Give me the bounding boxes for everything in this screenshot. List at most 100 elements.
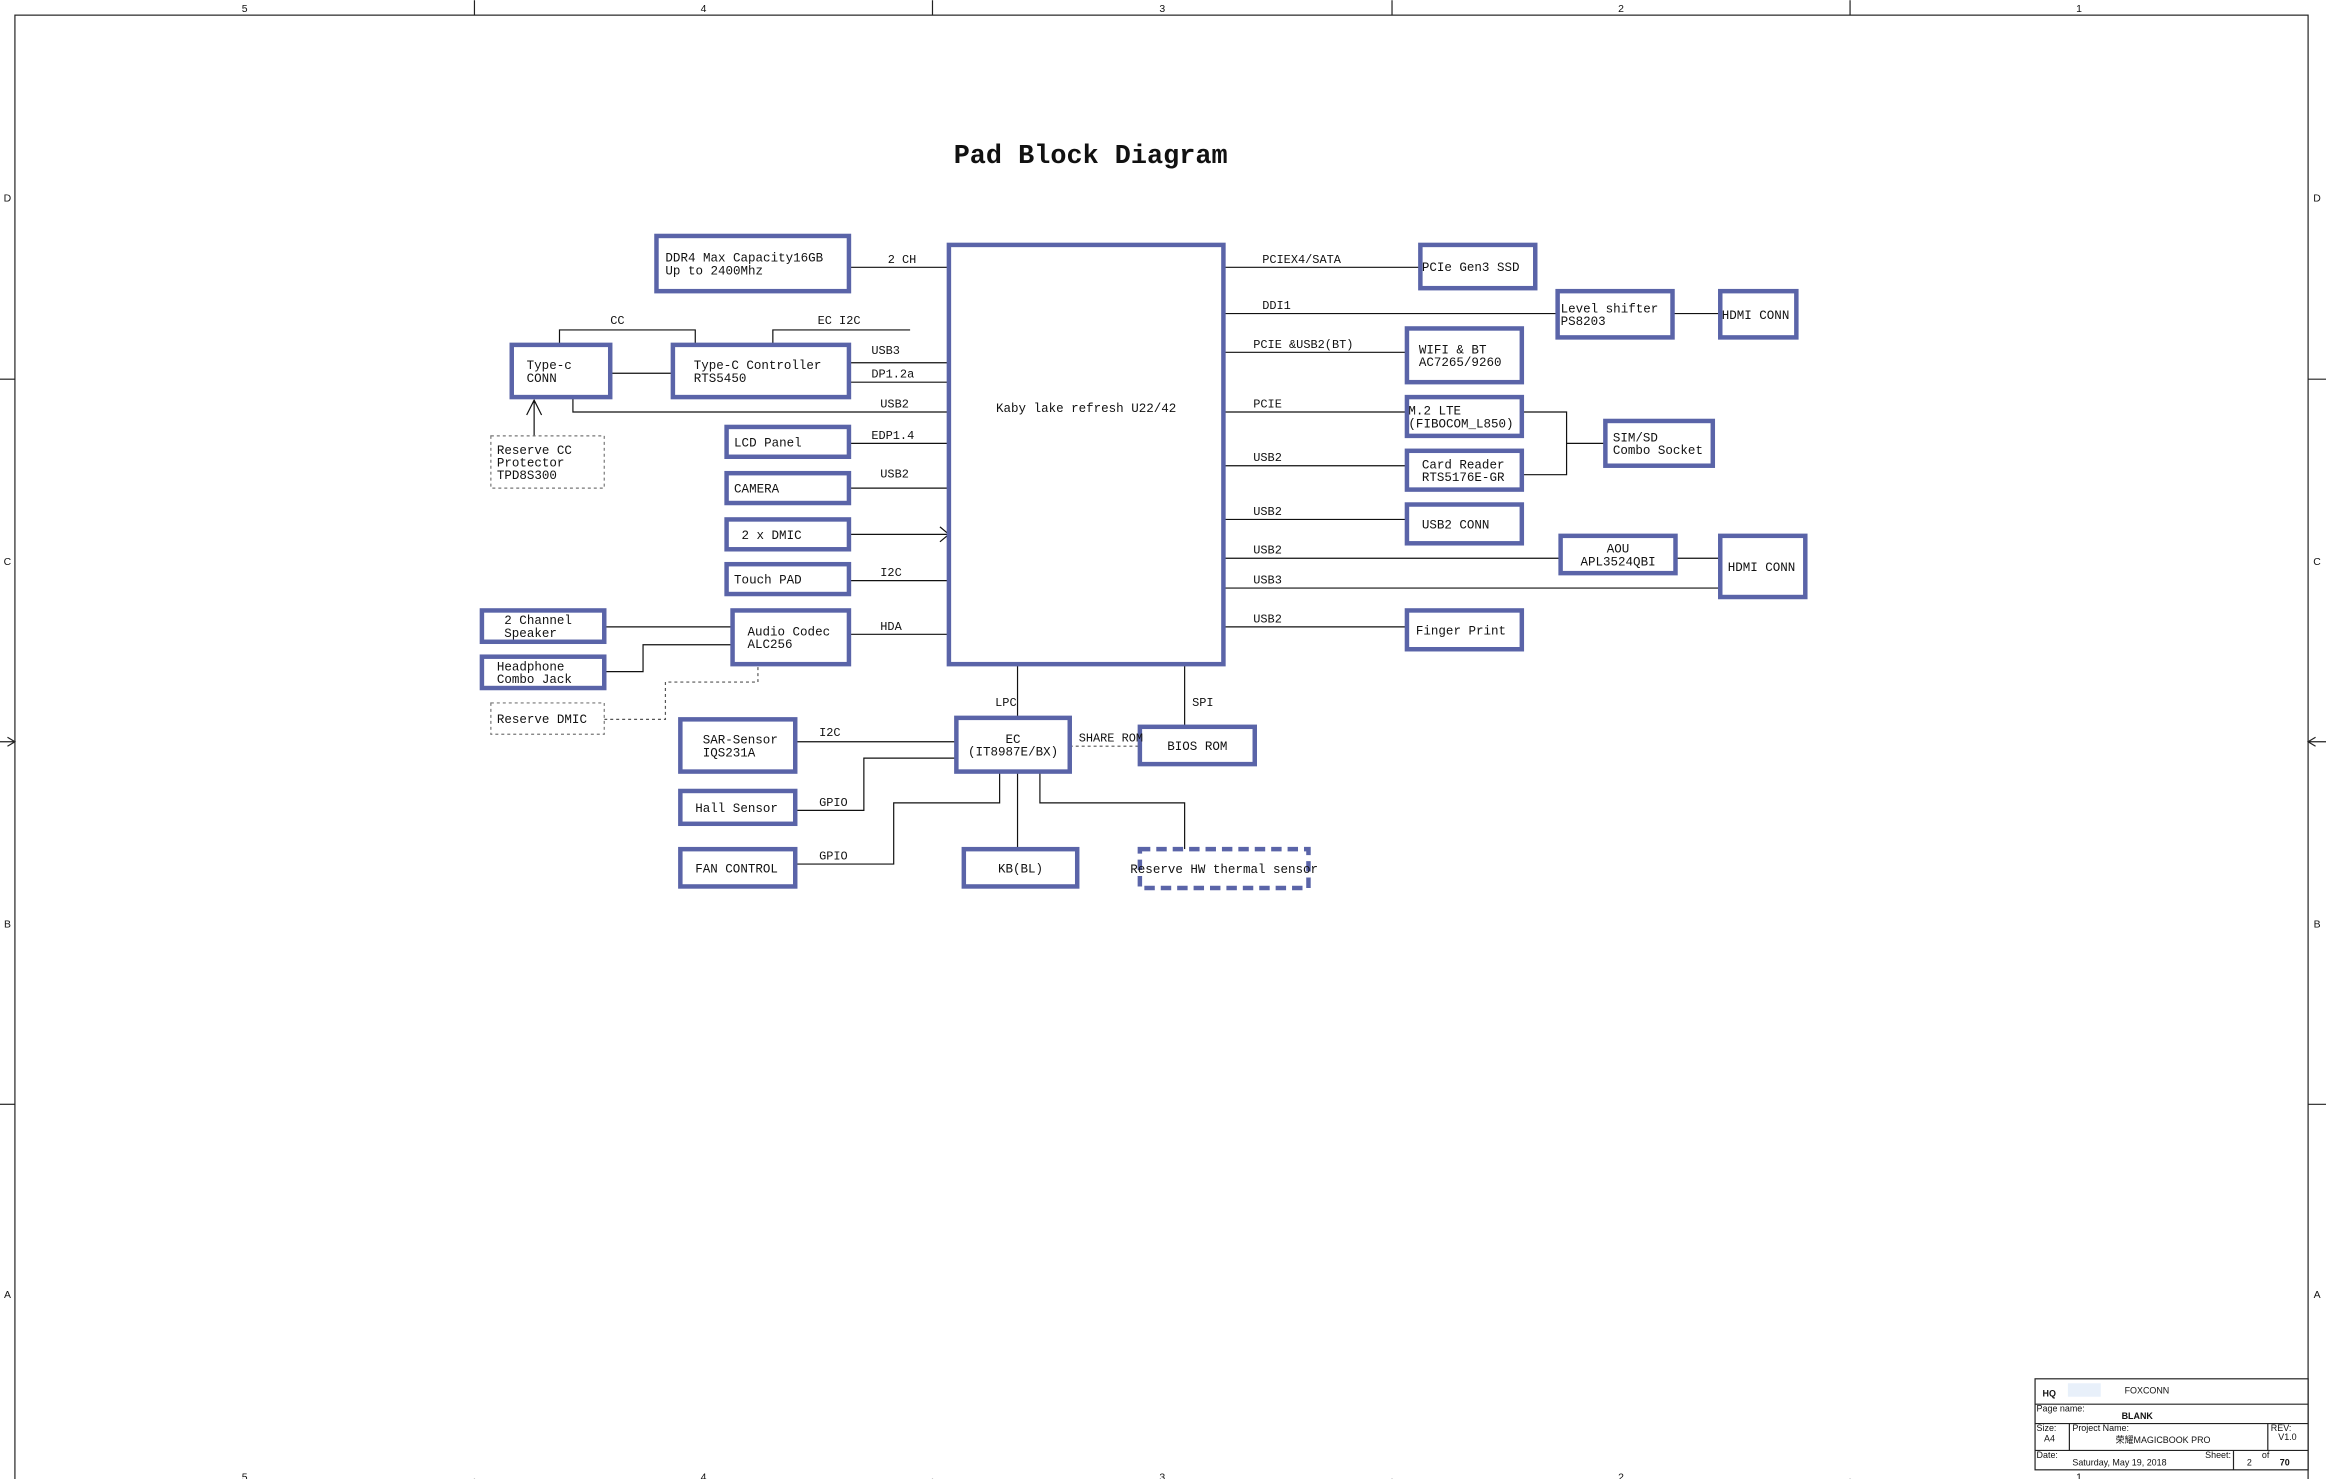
block-dmic[interactable]: 2 x DMIC — [724, 517, 852, 552]
block-fan[interactable]: FAN CONTROL — [678, 846, 798, 889]
block-outline — [946, 242, 1226, 667]
column-label: 2 — [1618, 1472, 1624, 1479]
company-logo: HQ — [2043, 1383, 2101, 1399]
block-reserve-dmic[interactable]: Reserve DMIC — [490, 702, 605, 735]
block-ec[interactable]: EC(IT8987E/BX) — [954, 715, 1072, 774]
block-label: AC7265/9260 — [1419, 356, 1502, 370]
block-outline — [1404, 608, 1525, 652]
center-arrow-icon — [2306, 736, 2326, 747]
block-label: Type-c — [527, 359, 572, 373]
title-block-date-label: Date: — [2037, 1450, 2058, 1460]
block-label: Up to 2400Mhz — [665, 264, 763, 278]
block-hdmi2[interactable]: HDMI CONN — [1718, 533, 1808, 600]
block-label: Touch PAD — [734, 574, 802, 588]
block-bios[interactable]: BIOS ROM — [1137, 724, 1257, 767]
block-label: ALC256 — [747, 638, 792, 652]
block-label: RTS5176E-GR — [1422, 471, 1505, 485]
block-outline — [961, 846, 1080, 889]
block-label: EC — [1006, 733, 1021, 747]
block-label: 2 x DMIC — [742, 529, 802, 543]
row-label: A — [4, 1290, 11, 1301]
block-finger[interactable]: Finger Print — [1404, 608, 1525, 652]
block-hall[interactable]: Hall Sensor — [678, 788, 798, 827]
block-cpu[interactable]: Kaby lake refresh U22/42 — [946, 242, 1226, 667]
border — [14, 14, 2309, 1479]
title-block-project: 荣耀MAGICBOOK PRO — [2116, 1434, 2211, 1445]
signal-label-ec-i2c: EC I2C — [818, 314, 861, 328]
block-touchpad[interactable]: Touch PAD — [724, 561, 852, 597]
column-label: 4 — [701, 1472, 707, 1479]
block-label: TPD8S300 — [497, 469, 557, 483]
signal-label-usb2-card: USB2 — [1253, 451, 1282, 465]
block-label: HDMI CONN — [1728, 561, 1796, 575]
title-block-sheet-label: Sheet: — [2205, 1450, 2231, 1460]
block-outline — [1404, 326, 1525, 385]
block-thermal[interactable]: Reserve HW thermal sensor — [1130, 846, 1318, 891]
block-lcd[interactable]: LCD Panel — [724, 424, 852, 460]
signal-label-lpc: LPC — [995, 696, 1016, 710]
block-label: CAMERA — [734, 483, 780, 497]
block-label: HDMI CONN — [1722, 309, 1790, 323]
signal-wire — [772, 329, 911, 345]
signal-label-pcie-bt: PCIE &USB2(BT) — [1253, 338, 1353, 352]
block-label: WIFI & BT — [1419, 343, 1487, 357]
connections — [526, 266, 1721, 865]
signal-wire — [604, 644, 733, 673]
row-label: D — [2313, 194, 2321, 205]
block-outline — [1137, 846, 1311, 891]
signal-label-usb2-fp: USB2 — [1253, 612, 1282, 626]
signal-label-pciex4: PCIEX4/SATA — [1262, 253, 1342, 267]
block-usb2conn[interactable]: USB2 CONN — [1404, 502, 1525, 546]
block-label: Headphone — [497, 660, 565, 674]
logo-wordmark — [2067, 1383, 2101, 1397]
title-block-date: Saturday, May 19, 2018 — [2072, 1457, 2166, 1467]
block-camera[interactable]: CAMERA — [724, 470, 852, 506]
signal-label-hda: HDA — [880, 620, 902, 634]
block-label: Protector — [497, 456, 565, 470]
block-label: M.2 LTE — [1408, 405, 1461, 419]
block-outline — [1555, 288, 1675, 340]
signal-label-i2c-sar: I2C — [819, 726, 840, 740]
signal-label-spi: SPI — [1192, 696, 1213, 710]
block-label: Card Reader — [1422, 458, 1505, 472]
title-block-size: A4 — [2044, 1433, 2055, 1443]
column-label: 1 — [2076, 1472, 2082, 1479]
block-ssd[interactable]: PCIe Gen3 SSD — [1418, 242, 1538, 291]
block-label: PS8203 — [1561, 315, 1606, 329]
block-outline — [1718, 288, 1799, 340]
block-label: SAR-Sensor — [703, 734, 778, 748]
signal-label-pcie: PCIE — [1253, 398, 1282, 412]
block-outline — [509, 342, 613, 400]
signal-label-usb3-l: USB3 — [871, 344, 900, 358]
block-label: IQS231A — [703, 746, 756, 760]
block-lte[interactable]: M.2 LTE(FIBOCOM_L850) — [1404, 394, 1525, 439]
block-outline — [654, 233, 852, 294]
block-label: Finger Print — [1416, 624, 1506, 638]
signal-label-share-rom: SHARE ROM — [1079, 732, 1143, 746]
page-title: Pad Block Diagram — [954, 142, 1228, 172]
block-label: CONN — [527, 372, 557, 386]
block-kb[interactable]: KB(BL) — [961, 846, 1080, 889]
title-block-size-label: Size: — [2037, 1423, 2057, 1433]
block-outline — [724, 561, 852, 597]
signal-label-ddi1: DDI1 — [1262, 299, 1291, 313]
column-label: 5 — [242, 1472, 248, 1479]
signal-label-cc: CC — [610, 314, 624, 328]
block-hdmi1[interactable]: HDMI CONN — [1718, 288, 1799, 340]
signal-wire — [572, 397, 949, 413]
